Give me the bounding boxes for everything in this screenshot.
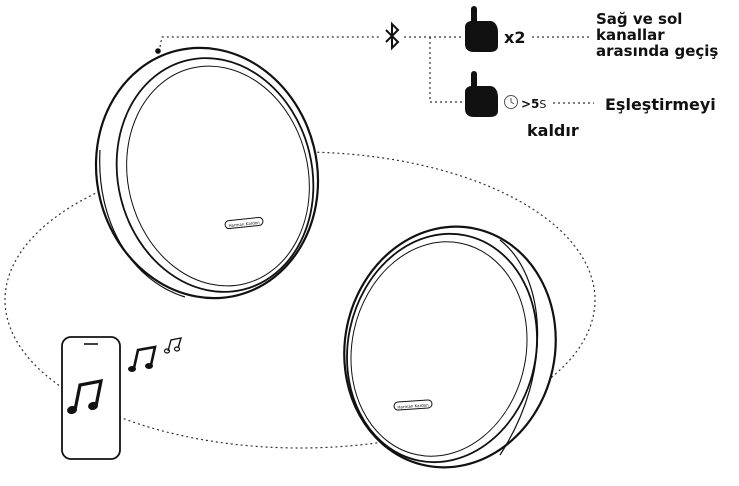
bluetooth-icon bbox=[385, 21, 400, 51]
hold-duration-label: >5S bbox=[521, 97, 546, 111]
music-note-icon bbox=[128, 345, 157, 372]
music-note-icon bbox=[73, 378, 104, 411]
finger-press-icon bbox=[465, 6, 498, 52]
svg-text:Harman Kardon: Harman Kardon bbox=[397, 402, 429, 409]
svg-text:Harman Kardon: Harman Kardon bbox=[228, 220, 260, 228]
clock-icon bbox=[504, 95, 518, 109]
speaker-left: Harman Kardon bbox=[94, 46, 320, 300]
speaker-right: Harman Kardon bbox=[343, 225, 557, 469]
connection-loop bbox=[4, 151, 596, 449]
double-press-label: x2 bbox=[504, 28, 525, 47]
speaker-button[interactable] bbox=[155, 48, 161, 54]
branch-line bbox=[429, 37, 462, 103]
unpair-line-2: kaldır bbox=[527, 121, 579, 140]
switch-channels-line-1: Sağ ve sol bbox=[596, 10, 682, 28]
finger-press-icon bbox=[465, 71, 498, 117]
music-note-icon bbox=[163, 337, 183, 354]
bluetooth-lead bbox=[159, 36, 380, 48]
smartphone-icon bbox=[61, 336, 121, 460]
unpair-line-1: Eşleştirmeyi bbox=[605, 95, 716, 114]
brand-plate bbox=[393, 399, 433, 411]
switch-channels-line-2: kanallar bbox=[596, 26, 665, 44]
brand-plate bbox=[224, 216, 264, 230]
switch-channels-line-3: arasında geçiş bbox=[596, 42, 718, 60]
